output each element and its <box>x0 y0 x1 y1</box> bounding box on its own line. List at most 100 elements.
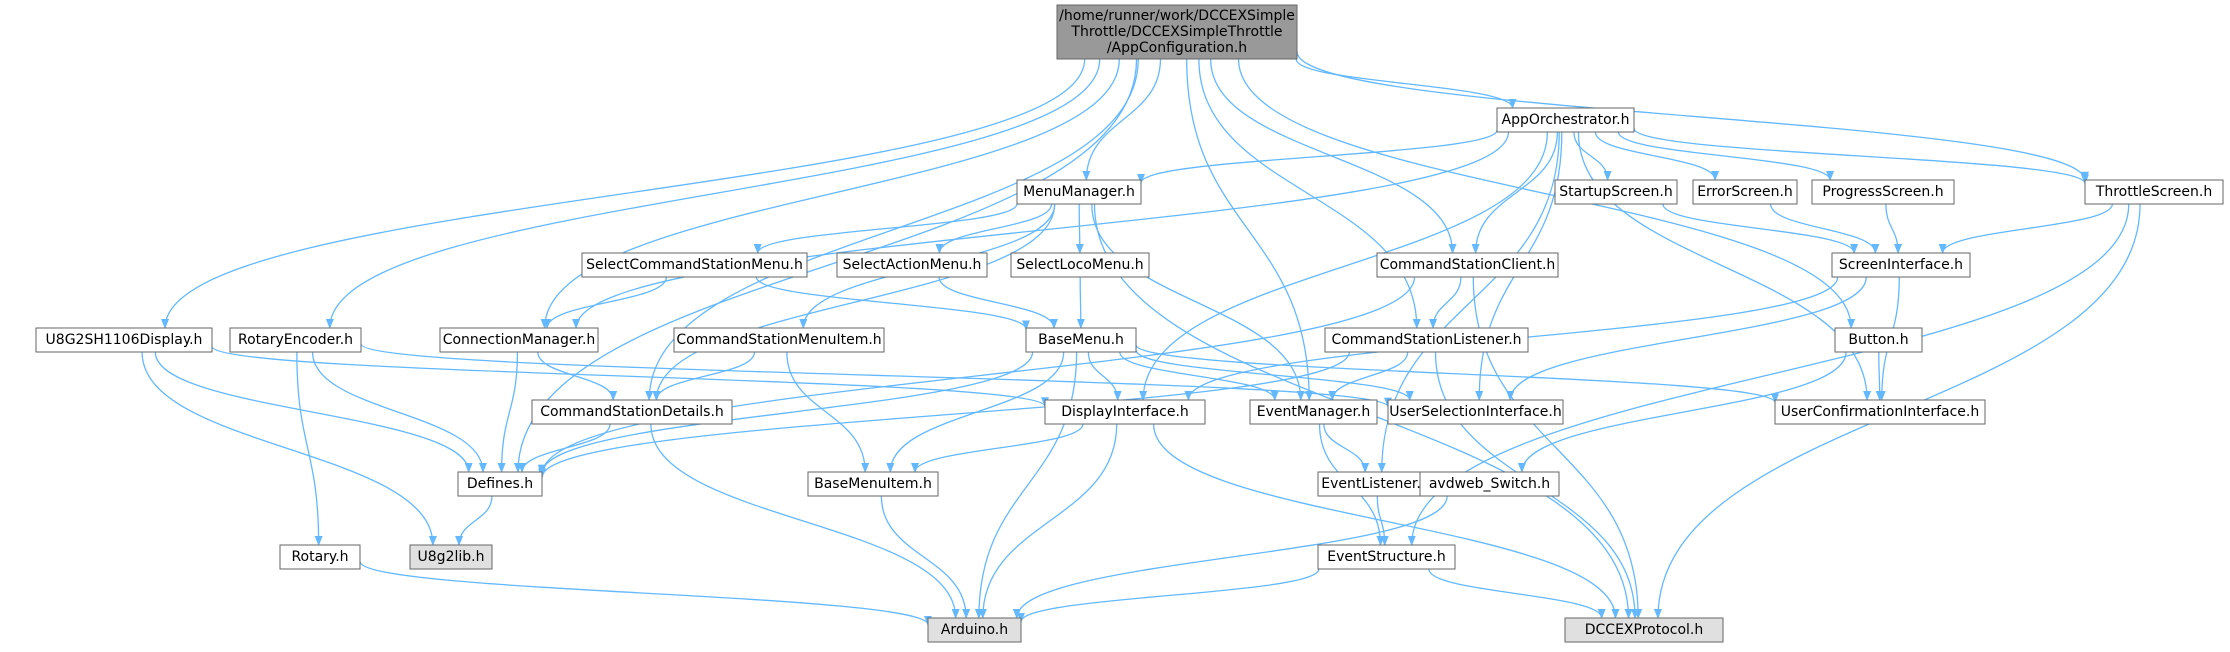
node-throttle[interactable]: ThrottleScreen.h <box>2084 179 2224 205</box>
edge-root-to-connmgr <box>540 58 1120 329</box>
edge-apporch-to-throttle <box>1633 128 2089 185</box>
node-button-label: Button.h <box>1848 332 1908 348</box>
edge-eventlistener-to-eventstruct <box>1376 495 1389 546</box>
node-csdetails-box <box>531 399 733 425</box>
node-userselif-label: UserSelectionInterface.h <box>1389 404 1561 420</box>
node-startup[interactable]: StartupScreen.h <box>1554 179 1678 205</box>
node-userconfif-label: UserConfirmationInterface.h <box>1781 404 1980 420</box>
node-eventmgr[interactable]: EventManager.h <box>1249 399 1378 425</box>
edge-csdetails-to-arduino <box>650 423 960 619</box>
edge-button-to-avdweb <box>1517 351 1847 473</box>
edge-menumgr-to-eventmgr <box>1091 203 1305 401</box>
node-apporch[interactable]: AppOrchestrator.h <box>1496 107 1635 133</box>
edge-root-to-button <box>1237 58 1856 329</box>
node-avdweb[interactable]: avdweb_Switch.h <box>1419 471 1560 497</box>
node-basemenuitem-box <box>807 471 939 497</box>
node-u8g2lib-box <box>409 544 493 570</box>
node-error[interactable]: ErrorScreen.h <box>1692 179 1798 205</box>
node-basemenu-label: BaseMenu.h <box>1038 332 1124 348</box>
node-screenif-label: ScreenInterface.h <box>1839 257 1963 273</box>
node-menumgr-label: MenuManager.h <box>1023 184 1135 200</box>
node-defines[interactable]: Defines.h <box>457 471 543 497</box>
edge-basemenu-to-defines <box>538 351 1034 475</box>
edge-selaction-to-basemenu <box>938 276 1058 329</box>
edge-menumgr-to-csdetails <box>652 203 1056 401</box>
edge-root-to-eventmgr <box>1186 58 1314 401</box>
node-screenif[interactable]: ScreenInterface.h <box>1831 252 1971 278</box>
node-button-box <box>1834 327 1923 353</box>
node-u8g2lib-label: U8g2lib.h <box>418 549 485 565</box>
edge-basemenu-to-userconfif <box>1135 344 1779 404</box>
edge-csmenuitem-to-basemenuitem <box>786 351 870 473</box>
edge-apporch-to-connmgr <box>572 131 1510 329</box>
edge-startup-to-screenif <box>1662 203 1859 254</box>
node-button[interactable]: Button.h <box>1834 327 1923 353</box>
node-displayif-label: DisplayInterface.h <box>1061 404 1189 420</box>
node-basemenu-box <box>1025 327 1137 353</box>
node-basemenuitem[interactable]: BaseMenuItem.h <box>807 471 939 497</box>
node-apporch-label: AppOrchestrator.h <box>1502 112 1630 128</box>
edge-connmgr-to-csdetails <box>537 351 618 401</box>
node-connmgr[interactable]: ConnectionManager.h <box>439 327 599 353</box>
node-rotary[interactable]: Rotary.h <box>279 544 361 570</box>
node-avdweb-box <box>1419 471 1560 497</box>
node-apporch-box <box>1496 107 1635 133</box>
node-selaction[interactable]: SelectActionMenu.h <box>836 252 988 278</box>
edge-apporch-to-displayif <box>1139 131 1549 401</box>
node-eventstruct[interactable]: EventStructure.h <box>1317 544 1456 570</box>
edge-basemenu-to-userselif <box>1135 349 1414 401</box>
node-csmenuitem[interactable]: CommandStationMenuItem.h <box>673 327 885 353</box>
node-dccexproto-label: DCCEXProtocol.h <box>1585 622 1704 638</box>
node-u8g2disp[interactable]: U8G2SH1106Display.h <box>35 327 213 353</box>
node-eventstruct-label: EventStructure.h <box>1327 549 1446 565</box>
edge-screenif-to-userselif <box>1506 276 1867 401</box>
edge-root-to-rotenc <box>325 58 1101 329</box>
edge-root-to-cslistener <box>1198 58 1421 329</box>
node-cslistener[interactable]: CommandStationListener.h <box>1324 327 1529 353</box>
edge-connmgr-to-defines <box>497 351 519 473</box>
edge-cslistener-to-defines <box>538 351 1350 479</box>
node-eventlistener[interactable]: EventListener.h <box>1317 471 1434 497</box>
node-root[interactable]: /home/runner/work/DCCEXSimpleThrottle/DC… <box>1056 4 1298 60</box>
edge-basemenuitem-to-arduino <box>880 495 971 619</box>
edge-csdetails-to-defines <box>518 423 611 473</box>
edge-eventstruct-to-arduino <box>1017 568 1320 623</box>
node-screenif-box <box>1831 252 1971 278</box>
node-eventlistener-label: EventListener.h <box>1321 476 1429 492</box>
node-progress[interactable]: ProgressScreen.h <box>1811 179 1955 205</box>
node-progress-label: ProgressScreen.h <box>1822 184 1943 200</box>
node-selcmd[interactable]: SelectCommandStationMenu.h <box>581 252 808 278</box>
edge-apporch-to-menumgr <box>1137 129 1498 184</box>
edge-displayif-to-arduino <box>978 423 1118 619</box>
node-userselif-box <box>1387 399 1564 425</box>
node-displayif-box <box>1044 399 1206 425</box>
node-csmenuitem-label: CommandStationMenuItem.h <box>676 332 881 348</box>
node-rotary-label: Rotary.h <box>291 549 348 565</box>
edge-u8g2disp-to-u8g2lib <box>141 351 437 546</box>
node-rotenc-box <box>229 327 362 353</box>
edge-menumgr-to-selloco <box>1075 203 1084 254</box>
edge-root-to-throttle <box>1296 51 2089 182</box>
node-csdetails[interactable]: CommandStationDetails.h <box>531 399 733 425</box>
node-error-box <box>1692 179 1798 205</box>
node-eventstruct-box <box>1317 544 1456 570</box>
edge-button-to-userconfif <box>1875 351 1884 401</box>
edge-root-to-u8g2disp <box>161 58 1086 329</box>
node-basemenu[interactable]: BaseMenu.h <box>1025 327 1137 353</box>
node-basemenuitem-label: BaseMenuItem.h <box>814 476 932 492</box>
node-menumgr[interactable]: MenuManager.h <box>1016 179 1142 205</box>
edge-menumgr-to-selaction <box>935 203 1053 254</box>
node-userconfif[interactable]: UserConfirmationInterface.h <box>1774 399 1986 425</box>
node-userselif[interactable]: UserSelectionInterface.h <box>1387 399 1564 425</box>
node-displayif[interactable]: DisplayInterface.h <box>1044 399 1206 425</box>
node-defines-label: Defines.h <box>467 476 533 492</box>
node-selloco[interactable]: SelectLocoMenu.h <box>1010 252 1150 278</box>
edge-menumgr-to-selcmd <box>753 203 1018 254</box>
node-rotenc[interactable]: RotaryEncoder.h <box>229 327 362 353</box>
node-eventlistener-box <box>1317 471 1434 497</box>
edge-root-to-apporch <box>1295 58 1517 109</box>
node-cslistener-label: CommandStationListener.h <box>1331 332 1521 348</box>
edge-apporch-to-startup <box>1573 131 1612 181</box>
node-csclient[interactable]: CommandStationClient.h <box>1376 252 1559 278</box>
edge-displayif-to-dccexproto <box>1152 423 1620 619</box>
